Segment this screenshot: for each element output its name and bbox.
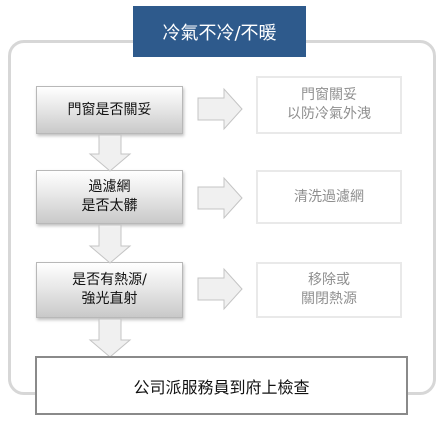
down-arrow-1: [88, 134, 132, 172]
step-line: 門窗是否關妥: [67, 101, 152, 118]
down-arrow-2: [88, 224, 132, 264]
step-line: 是否有熱源/: [72, 272, 147, 288]
result-line: 清洗過濾網: [294, 188, 364, 205]
step-line: 強光直射: [81, 291, 138, 307]
step-box-heat-source: 是否有熱源/ 強光直射: [36, 262, 183, 318]
result-box-close-windows: 門窗關妥 以防冷氣外洩: [256, 76, 402, 134]
diagram-title: 冷氣不冷/不暖: [133, 6, 306, 57]
step-box-door-window: 門窗是否關妥: [36, 86, 183, 134]
result-box-clean-filter: 清洗過濾網: [256, 170, 402, 224]
result-box-remove-heat: 移除或 關閉熱源: [256, 262, 402, 318]
right-arrow-1: [197, 87, 243, 131]
down-arrow-3: [88, 318, 132, 358]
final-box-service-visit: 公司派服務員到府上檢查: [35, 356, 408, 415]
right-arrow-2: [197, 176, 243, 220]
right-arrow-3: [197, 267, 243, 311]
result-line: 移除或: [308, 272, 350, 288]
result-line: 門窗關妥: [301, 87, 357, 103]
step-line: 過濾網: [88, 179, 131, 195]
step-line: 是否太髒: [81, 198, 138, 214]
step-box-filter: 過濾網 是否太髒: [36, 170, 183, 224]
result-line: 關閉熱源: [301, 291, 357, 307]
result-line: 以防冷氣外洩: [287, 106, 371, 122]
